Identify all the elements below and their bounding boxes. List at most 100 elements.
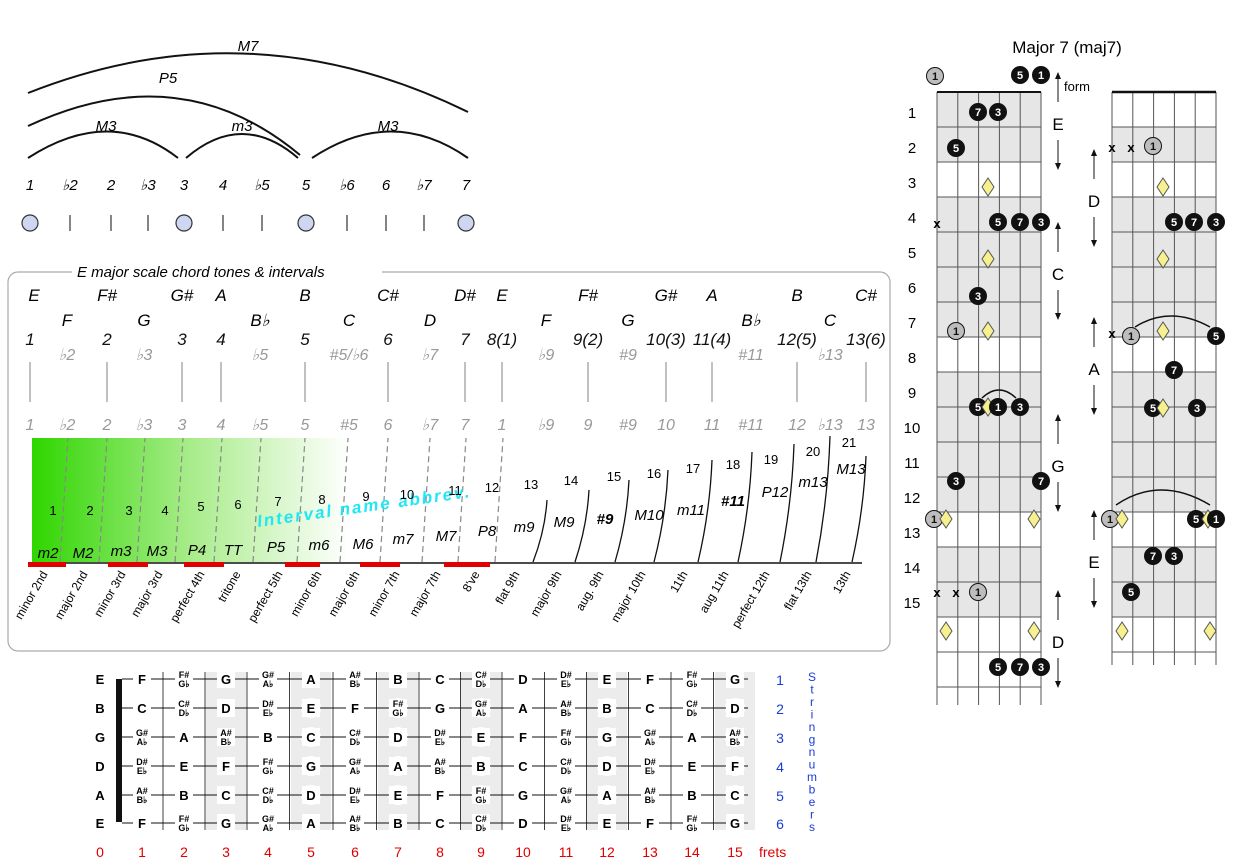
fret-note: G [221,672,231,687]
fret-note: F [138,672,146,687]
scale-degree: ♭5 [252,347,269,364]
dot-label: 7 [1017,217,1023,229]
note-flat: A♭ [263,679,274,689]
scale-note: D [424,311,436,330]
note-sharp: C# [262,786,274,796]
interval-solid-line [653,469,669,563]
dot-label: 1 [953,326,959,338]
note-bg [514,728,532,746]
gray-degree: 12 [788,417,806,434]
fret-note: C [435,672,445,687]
note-bg [389,728,407,746]
form-label: form [1064,79,1090,94]
string-label-letter: b [809,783,816,797]
fret-number: 13 [642,844,658,860]
arc-label-m3: M3 [96,118,117,135]
dot-label: 5 [953,143,959,155]
note-bg [217,757,235,775]
chord-dot [989,213,1007,231]
nut [116,679,122,822]
note-sharp: F# [687,670,698,680]
note-bg [389,814,407,832]
open-string-note: D [95,759,104,774]
chord-dot [1032,213,1050,231]
interval-dashed-line [296,437,306,563]
string-label-letter: r [810,695,814,709]
note-bg [598,786,616,804]
fret-number: 12 [599,844,615,860]
note-flat: E♭ [350,795,360,805]
note-bg [217,670,235,688]
note-sharp: F# [561,728,572,738]
note-sharp: A# [560,699,572,709]
scale-note: G# [171,286,194,305]
fret-note: F [646,816,654,831]
dot-label: 3 [953,476,959,488]
gray-degree: ♭7 [422,417,440,434]
note-sharp: A# [729,728,741,738]
fret-number: 2 [180,844,188,860]
note-flat: D♭ [561,766,572,776]
gray-degree: 1 [498,417,507,434]
chord-fret-label: 8 [908,350,916,367]
note-bg [683,786,701,804]
fret-note: E [180,759,189,774]
dot-label: 3 [1038,662,1044,674]
fret-number: 10 [515,844,531,860]
chord-fret-label: 2 [908,140,916,157]
gray-degree: 2 [102,417,112,434]
chord-dot [947,139,965,157]
chord-chart-title: Major 7 (maj7) [1012,38,1122,57]
interval-dashed-line [494,437,504,563]
note-bg [133,757,151,775]
note-sharp: G# [262,670,274,680]
string-number: 3 [776,730,784,746]
note-sharp: D# [136,757,148,767]
muted-string: x [1108,140,1116,155]
scale-note: C [343,311,356,330]
note-bg [598,699,616,717]
note-sharp: A# [349,670,361,680]
interval-dashed-line [174,437,184,563]
note-bg [431,728,449,746]
dot-label: 1 [932,71,938,83]
interval-dashed-line [136,437,146,563]
fret-note: C [730,788,740,803]
note-bg [514,699,532,717]
chord-dot [1207,510,1225,528]
fret-number: 6 [351,844,359,860]
dot-label: 7 [1150,551,1156,563]
fret-number: 3 [222,844,230,860]
fret-note: E [688,759,697,774]
chord-dot [1207,327,1225,345]
chord-dot [989,658,1007,676]
chord-fret-label: 10 [904,420,921,437]
fret-note: A [393,759,403,774]
red-marks [28,562,490,567]
note-bg [217,728,235,746]
fret-note: F [731,759,739,774]
arc-label-m3-upper: M3 [378,118,399,135]
scale-note: C# [855,286,877,305]
interval-abbrev: M13 [836,461,866,478]
scale-note: E [496,286,508,305]
form-arrow-head [1091,317,1097,324]
scale-degree: ♭2 [59,347,76,364]
fret-note: B [602,701,611,716]
interval-gradient [32,438,484,562]
fret-note: F [138,816,146,831]
gray-degree: ♭3 [136,417,153,434]
arc-label-m7: M7 [238,38,259,55]
interval-abbrev: #9 [597,511,614,528]
dot-label: 3 [1194,403,1200,415]
note-bg [175,757,193,775]
muted-string: x [952,585,960,600]
chord-dot [1032,658,1050,676]
gray-degree: #5 [340,417,358,434]
